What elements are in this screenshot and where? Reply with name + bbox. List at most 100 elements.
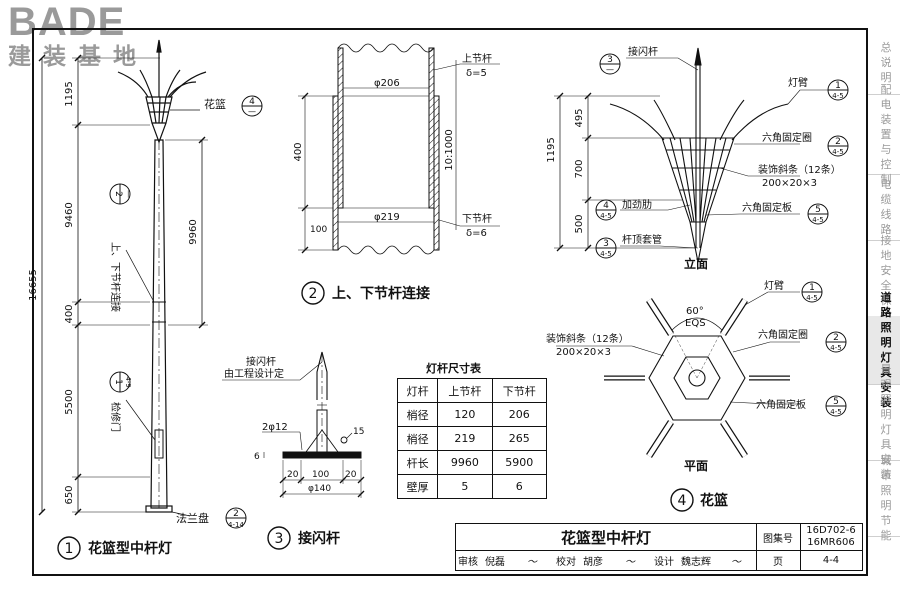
sidebar-item-road-lighting[interactable]: 道路照明灯具安装 <box>868 291 900 409</box>
table-cell: 9960 <box>437 450 493 475</box>
svg-text:—: — <box>124 190 133 198</box>
dim-6: 6 <box>254 452 260 462</box>
joint-label: 上、下节杆连接 <box>109 242 122 312</box>
drawing2-title: 上、下节杆连接 <box>332 285 430 302</box>
table-row: 杆长 9960 5900 <box>396 450 548 475</box>
dim-500: 500 <box>574 214 585 233</box>
sidebar: 总说明 配电装置与控制 电缆线路 接地安全保护 道路照明灯具安装 景观照明灯具安… <box>868 28 900 573</box>
atlas-number: 16D702-6 <box>806 525 856 536</box>
ref-rod-4: 3 — <box>599 53 621 75</box>
joint-section <box>298 43 500 255</box>
sidebar-item-label: 总说明 <box>880 40 892 84</box>
door-label: 检修门 <box>109 402 122 432</box>
pole-elevation <box>38 39 208 517</box>
lower-tube-label: 下节杆 <box>462 213 492 225</box>
svg-text:4-14: 4-14 <box>228 521 244 529</box>
svg-text:4-5: 4-5 <box>812 216 823 224</box>
ref-joint: 2 — <box>109 183 133 205</box>
designer-name: 魏志辉 <box>681 556 711 568</box>
drawing-title: 花篮型中杆灯 <box>560 528 651 547</box>
sidebar-item-label: 配电装置与控制 <box>880 82 892 186</box>
drawing3-title: 接闪杆 <box>298 530 340 547</box>
sidebar-item-label: 城市照明节能 <box>880 454 892 542</box>
sidebar-item-distribution[interactable]: 配电装置与控制 <box>868 83 900 186</box>
svg-text:3: 3 <box>603 239 609 249</box>
lower-tube-thickness: δ=6 <box>466 228 487 239</box>
svg-text:2: 2 <box>113 191 123 197</box>
title-block-divider <box>800 524 801 570</box>
table-header: 上节杆 <box>437 378 493 403</box>
sidebar-item-energy[interactable]: 城市照明节能 <box>868 454 900 542</box>
rod-label-4: 接闪杆 <box>628 45 658 58</box>
svg-text:4-9: 4-9 <box>124 376 132 387</box>
strip-label: 装饰斜条（12条） <box>758 163 841 176</box>
svg-text:—: — <box>606 65 614 74</box>
svg-text:5: 5 <box>815 205 821 215</box>
upper-tube-thickness: δ=5 <box>466 68 487 79</box>
table-row: 壁厚 5 6 <box>396 474 548 499</box>
plan-title: 平面 <box>684 459 708 473</box>
table-cell: 梢径 <box>396 426 439 451</box>
sidebar-item-label: 电缆线路 <box>880 178 892 236</box>
table-cell: 5900 <box>491 450 548 475</box>
checker-name: 胡彦 <box>583 556 603 568</box>
sidebar-item-general[interactable]: 总说明 <box>868 30 900 95</box>
ref-plate-4: 5 4-5 <box>807 203 829 225</box>
ref-basket: 4 — <box>241 95 263 117</box>
table-cell: 梢径 <box>396 402 439 427</box>
strip-dim: 200×20×3 <box>762 178 817 189</box>
arm-label: 灯臂 <box>788 76 808 89</box>
flange-label: 法兰盘 <box>176 511 209 525</box>
page-number: 4-4 <box>822 554 840 566</box>
lamp-arm <box>117 71 149 98</box>
svg-text:2: 2 <box>833 333 839 343</box>
table-cell: 265 <box>491 426 548 451</box>
design-label: 设计 <box>654 556 674 568</box>
table-row: 梢径 219 265 <box>396 426 548 451</box>
spec-table-title: 灯杆尺寸表 <box>426 362 481 375</box>
review-label: 审核 <box>458 556 478 568</box>
ring-label: 六角固定圈 <box>762 131 812 144</box>
dia-206: φ206 <box>374 78 400 89</box>
sidebar-item-cable[interactable]: 电缆线路 <box>868 174 900 241</box>
dim-9460: 9460 <box>64 202 75 227</box>
check-label: 校对 <box>556 556 576 568</box>
dim-700: 700 <box>574 159 585 178</box>
svg-text:4-5: 4-5 <box>830 344 841 352</box>
table-cell: 6 <box>491 474 548 499</box>
dim-20b: 20 <box>345 470 357 480</box>
eqs-label: EQS <box>685 318 706 329</box>
svg-text:1: 1 <box>65 541 74 557</box>
page-label: 页 <box>773 556 783 568</box>
dim-15: 15 <box>353 427 364 437</box>
atlas-label: 图集号 <box>763 533 793 545</box>
reviewer-name: 倪磊 <box>485 556 505 568</box>
sidebar-item-landscape[interactable]: 景观照明灯具安装 <box>868 363 900 481</box>
ref-flange: 2 4-14 <box>225 507 247 529</box>
svg-text:4-5: 4-5 <box>832 148 843 156</box>
sidebar-item-label: 道路照明灯具安装 <box>880 291 892 409</box>
ref-sleeve-4: 3 4-5 <box>595 237 617 259</box>
dia-219: φ219 <box>374 212 400 223</box>
svg-text:2: 2 <box>233 509 239 519</box>
svg-text:4: 4 <box>603 201 609 211</box>
drawing3-caption: 3 接闪杆 <box>267 526 340 550</box>
dim-1195-4: 1195 <box>546 137 557 162</box>
table-cell: 杆长 <box>396 450 439 475</box>
table-header-row: 灯杆 上节杆 下节杆 <box>396 378 548 403</box>
drawing1-caption: 1 花篮型中杆灯 <box>57 536 172 560</box>
svg-text:—: — <box>248 107 256 116</box>
table-row: 梢径 120 206 <box>396 402 548 427</box>
svg-text:3: 3 <box>275 531 284 547</box>
title-block: 花篮型中杆灯 图集号 16D702-6 16MR606 审核 倪磊 〜 校对 胡… <box>455 523 863 571</box>
ref-rib-4: 4 4-5 <box>595 199 617 221</box>
dim-650: 650 <box>64 485 75 504</box>
reviewer-signature: 〜 <box>527 556 537 568</box>
dim-16655: 16655 <box>28 269 39 301</box>
sleeve-label: 杆顶套管 <box>622 233 662 246</box>
svg-text:4: 4 <box>678 493 687 509</box>
angle-60: 60° <box>686 306 704 317</box>
table-cell: 壁厚 <box>396 474 439 499</box>
dim-100: 100 <box>312 470 329 480</box>
table-header: 下节杆 <box>491 378 548 403</box>
